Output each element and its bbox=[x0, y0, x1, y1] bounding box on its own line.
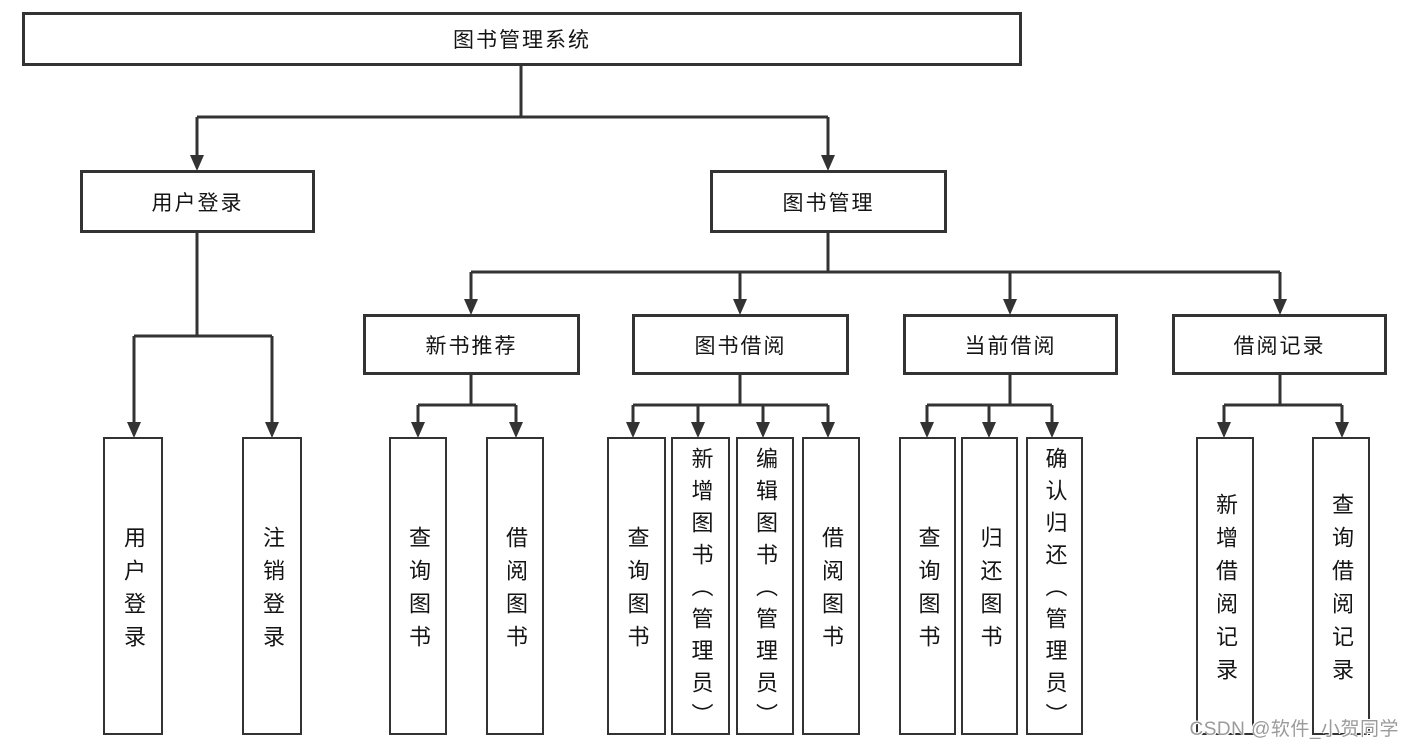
node-current-borrowing: 当前借阅 bbox=[903, 314, 1118, 375]
leaf-borrow-books-newbook: 借阅图书 bbox=[486, 437, 544, 735]
leaf-label: 查询借阅记录 bbox=[1329, 492, 1354, 691]
leaf-label: 新增借阅记录 bbox=[1213, 492, 1238, 691]
node-label: 用户登录 bbox=[151, 191, 244, 215]
connector-bookmgmt-to-level3 bbox=[464, 233, 1287, 315]
connector-currentborrow-to-leaves bbox=[920, 375, 1059, 438]
leaf-label: 查询图书 bbox=[624, 525, 650, 658]
leaf-label: 编辑图书（管理员） bbox=[753, 447, 778, 735]
leaf-label: 归还图书 bbox=[977, 525, 1003, 658]
leaf-user-login: 用户登录 bbox=[103, 437, 163, 735]
node-label: 当前借阅 bbox=[964, 334, 1057, 358]
leaf-label: 查询图书 bbox=[406, 525, 431, 658]
leaf-label: 用户登录 bbox=[121, 525, 146, 658]
node-new-book-recommend: 新书推荐 bbox=[363, 314, 580, 375]
node-label: 新书推荐 bbox=[425, 334, 518, 358]
leaf-confirm-return-admin: 确认归还（管理员） bbox=[1026, 437, 1083, 735]
node-label: 图书管理系统 bbox=[453, 29, 591, 52]
leaf-label: 查询图书 bbox=[915, 525, 941, 658]
leaf-edit-books-admin: 编辑图书（管理员） bbox=[736, 437, 794, 735]
connector-bookborrow-to-leaves bbox=[626, 375, 835, 438]
leaf-logout: 注销登录 bbox=[242, 437, 302, 735]
leaf-label: 注销登录 bbox=[260, 525, 285, 658]
leaf-query-borrow-record: 查询借阅记录 bbox=[1312, 437, 1370, 735]
node-root-system: 图书管理系统 bbox=[22, 12, 1022, 66]
node-book-management-module: 图书管理 bbox=[710, 170, 947, 233]
node-label: 图书管理 bbox=[782, 191, 875, 215]
node-borrow-records: 借阅记录 bbox=[1172, 314, 1387, 375]
leaf-label: 借阅图书 bbox=[503, 525, 528, 658]
leaf-borrow-books: 借阅图书 bbox=[802, 437, 860, 735]
connector-root-to-level2 bbox=[190, 66, 835, 171]
node-user-login-module: 用户登录 bbox=[80, 170, 315, 233]
leaf-query-books-current: 查询图书 bbox=[899, 437, 956, 735]
csdn-watermark: CSDN @软件_小贺同学 bbox=[1189, 719, 1399, 740]
leaf-label: 确认归还（管理员） bbox=[1042, 447, 1068, 735]
node-book-borrowing: 图书借阅 bbox=[632, 314, 849, 375]
connector-borrowrecords-to-leaves bbox=[1217, 375, 1349, 438]
node-label: 图书借阅 bbox=[694, 334, 787, 358]
connector-newbooks-to-leaves bbox=[411, 375, 523, 438]
leaf-add-books-admin: 新增图书（管理员） bbox=[671, 437, 730, 735]
leaf-return-books: 归还图书 bbox=[961, 437, 1018, 735]
leaf-label: 借阅图书 bbox=[819, 525, 844, 658]
leaf-query-books-newbook: 查询图书 bbox=[389, 437, 447, 735]
leaf-query-books-borrow: 查询图书 bbox=[607, 437, 666, 735]
leaf-add-borrow-record: 新增借阅记录 bbox=[1196, 437, 1254, 735]
node-label: 借阅记录 bbox=[1233, 334, 1326, 358]
connector-userlogin-to-leaves bbox=[127, 233, 279, 438]
leaf-label: 新增图书（管理员） bbox=[688, 447, 714, 735]
